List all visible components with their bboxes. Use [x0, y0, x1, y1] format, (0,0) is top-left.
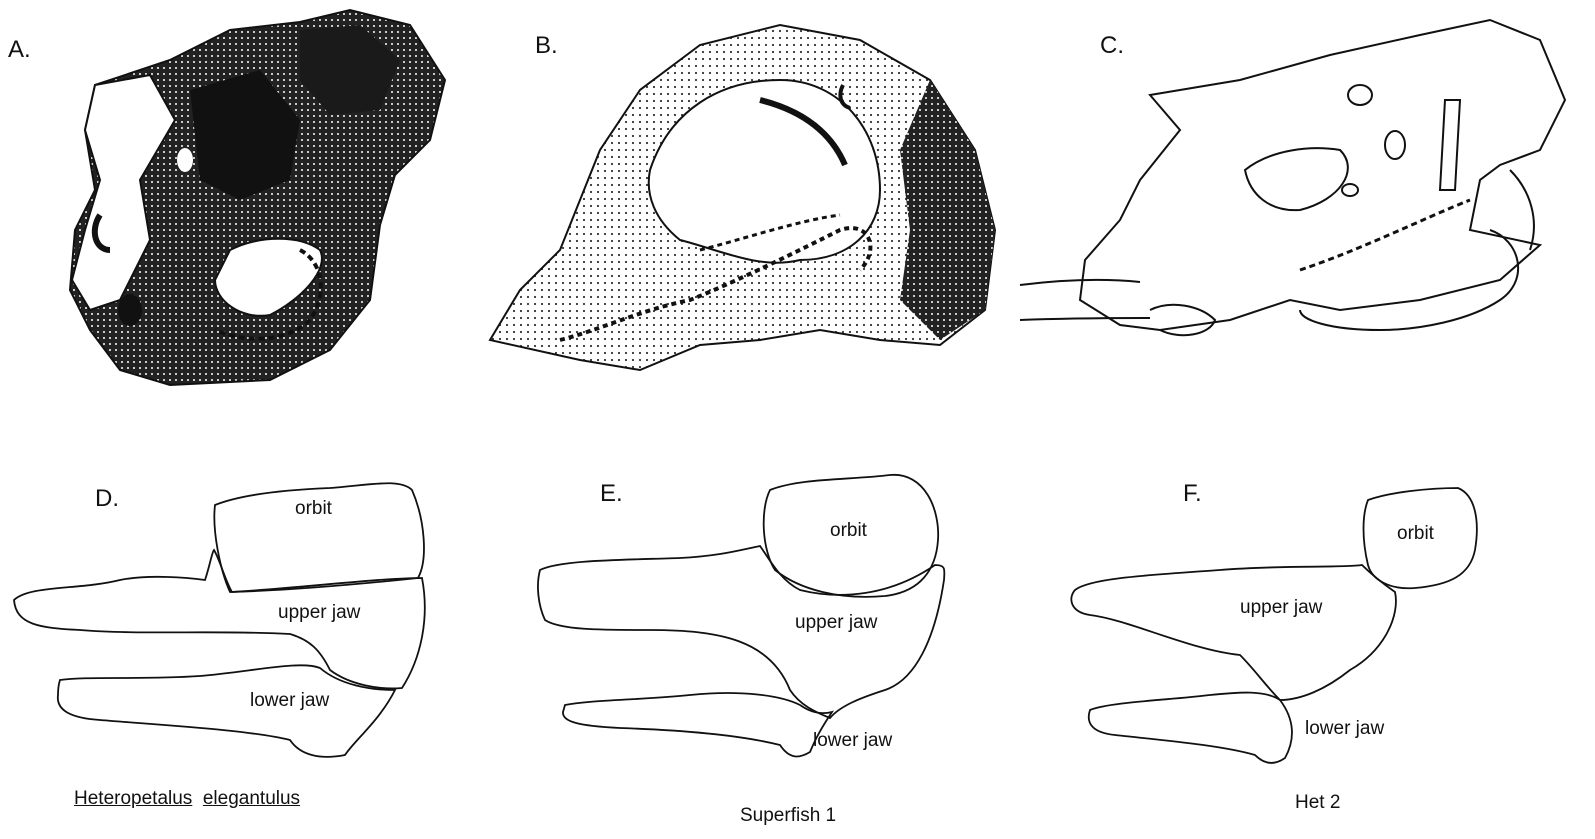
panel-c-letter: C. — [1100, 32, 1124, 60]
caption-d-genus: Heteropetalus — [74, 788, 192, 809]
panel-b-letter: B. — [535, 32, 558, 60]
upper-jaw-label-d: upper jaw — [278, 602, 360, 624]
panel-a-letter: A. — [8, 36, 31, 64]
caption-e: Superfish 1 — [740, 805, 836, 827]
orbit-label-f: orbit — [1397, 523, 1434, 545]
upper-jaw-label-e: upper jaw — [795, 612, 877, 634]
skull-illustration-b — [490, 25, 995, 370]
upper-jaw-shape-d — [14, 550, 425, 688]
orbit-label-e: orbit — [830, 520, 867, 542]
orbit-label-d: orbit — [295, 498, 332, 520]
caption-d-species: elegantulus — [203, 788, 300, 809]
panel-e-letter: E. — [600, 480, 623, 508]
upper-jaw-label-f: upper jaw — [1240, 597, 1322, 619]
lower-jaw-label-e: lower jaw — [813, 730, 892, 752]
schematic-d — [14, 483, 425, 757]
skull-illustration-c — [1020, 20, 1565, 335]
lower-jaw-label-d: lower jaw — [250, 690, 329, 712]
panel-d-letter: D. — [95, 485, 119, 513]
caption-f: Het 2 — [1295, 792, 1340, 814]
lower-jaw-shape-f — [1089, 693, 1292, 763]
upper-jaw-shape-e — [538, 546, 944, 718]
caption-d: Heteropetalus elegantulus — [74, 788, 300, 810]
lower-jaw-shape-e — [563, 693, 832, 756]
lower-jaw-label-f: lower jaw — [1305, 718, 1384, 740]
upper-jaw-shape-f — [1071, 565, 1396, 700]
schematic-e — [538, 475, 944, 757]
skull-illustration-a — [70, 10, 445, 385]
panel-f-letter: F. — [1183, 480, 1202, 508]
